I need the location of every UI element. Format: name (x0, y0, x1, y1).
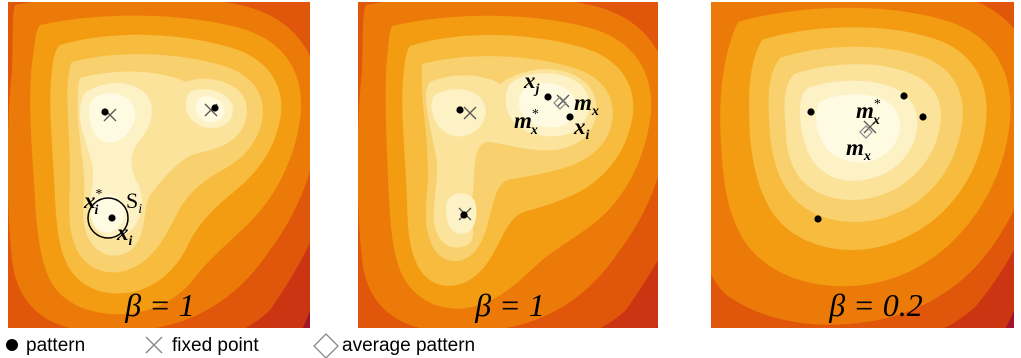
pattern-dot-3 (919, 113, 927, 121)
basin-circle-S-i (87, 197, 129, 239)
average-label-m-x: mx (574, 90, 599, 119)
pattern-label-x-i: xi (573, 114, 590, 143)
pattern-dot-4 (460, 211, 468, 219)
pattern-dot-2 (900, 92, 908, 100)
pattern-label-x-i: xi (116, 220, 133, 249)
marks-panel-3 (807, 92, 927, 223)
fixed-point-label-m-x-star: m*x (514, 107, 539, 138)
pattern-dot-3 (108, 214, 116, 222)
pattern-label-x-j: xj (523, 68, 540, 97)
legend-diamond-icon (313, 333, 339, 358)
energy-landscape-panel-1: x*i Si xi β = 1 (8, 2, 310, 328)
labels-panel-3: m*x mx β = 0.2 (828, 97, 923, 323)
energy-landscape-panel-3: m*x mx β = 0.2 (711, 2, 1014, 328)
legend-fixed-point-label: fixed point (172, 335, 259, 356)
contour-level-10 (89, 93, 225, 233)
legend-pattern-label: pattern (26, 335, 85, 356)
pattern-dot-2 (544, 93, 552, 101)
contour-levels-3 (711, 2, 1014, 328)
contour-level-10 (816, 94, 900, 163)
contour-levels-2 (358, 2, 658, 328)
contour-level-10 (518, 83, 577, 128)
fixed-point-label-m-x-star: m*x (856, 97, 881, 128)
pattern-dot-2 (211, 104, 219, 112)
contour-levels-1 (8, 2, 310, 328)
average-pattern-diamond (859, 125, 873, 139)
fixed-point-cross-1 (463, 106, 477, 120)
legend-cross-icon (145, 336, 163, 354)
set-label-S-i: Si (126, 188, 142, 217)
marks-panel-2 (456, 93, 574, 221)
pattern-dot-1 (807, 108, 815, 116)
beta-label-panel-3: β = 0.2 (828, 287, 923, 323)
energy-landscape-panel-2: xj m*x mx xi β = 1 (358, 2, 658, 328)
legend-average-pattern-label: average pattern (342, 335, 475, 356)
labels-panel-2: xj m*x mx xi β = 1 (474, 68, 599, 323)
legend: pattern fixed point average pattern (6, 333, 475, 358)
beta-label-panel-1: β = 1 (124, 287, 195, 323)
average-label-m-x: mx (846, 135, 871, 164)
pattern-dot-1 (456, 106, 464, 114)
pattern-dot-3 (566, 113, 574, 121)
average-pattern-diamond (553, 96, 567, 110)
pattern-dot-1 (101, 108, 109, 116)
fixed-point-label-x-i-star: x*i (83, 187, 103, 218)
beta-label-panel-2: β = 1 (474, 287, 545, 323)
pattern-dot-4 (814, 215, 822, 223)
legend-pattern-dot-icon (6, 339, 18, 351)
marks-panel-1 (101, 103, 219, 222)
fixed-point-cross-1 (863, 120, 877, 134)
labels-panel-1: x*i Si xi β = 1 (83, 187, 195, 323)
fixed-point-cross-2 (556, 94, 570, 108)
